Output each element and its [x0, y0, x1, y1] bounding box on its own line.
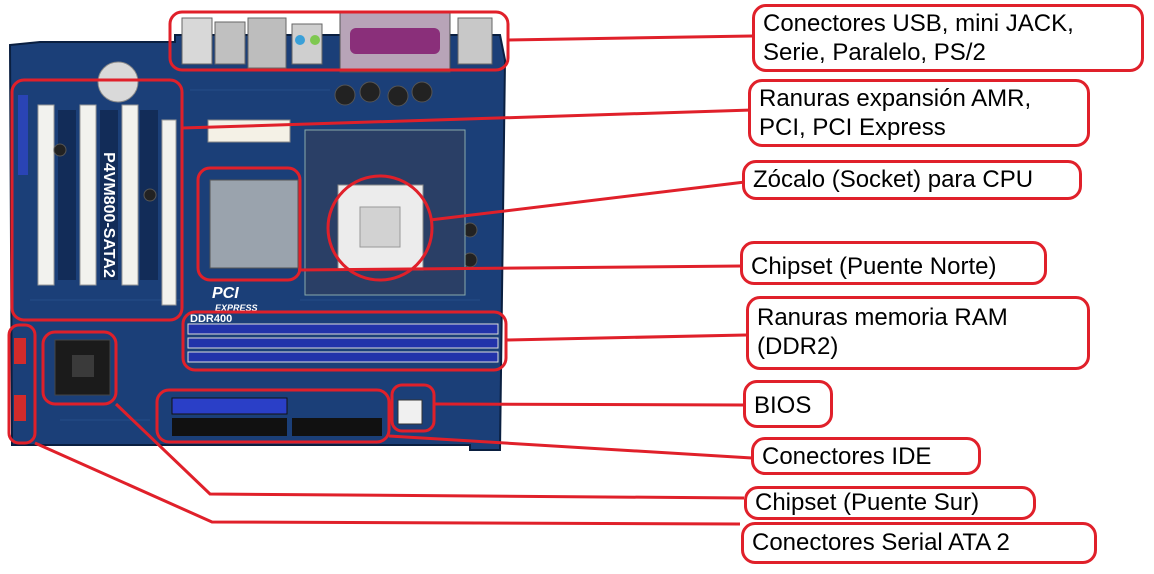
capacitors — [53, 81, 478, 268]
leader-ram — [505, 333, 747, 342]
outline-cpu-socket — [326, 174, 434, 282]
annotation-outlines — [7, 10, 510, 445]
outline-ram — [181, 310, 508, 372]
rear-io-connectors — [181, 11, 493, 73]
leader-ide — [388, 434, 753, 460]
leader-cpu-socket — [429, 180, 746, 222]
leader-southbridge — [114, 402, 745, 500]
label-ram-slots: Ranuras memoria RAM (DDR2) — [746, 296, 1090, 370]
leader-northbridge — [297, 264, 743, 272]
ram-slots — [187, 323, 499, 363]
leader-io — [507, 34, 753, 42]
outline-southbridge — [41, 330, 118, 406]
ddr400-text: DDR400 — [190, 313, 232, 325]
expansion-slots — [18, 95, 177, 306]
outline-expansion-slots — [10, 78, 184, 322]
express-text: EXPRESS — [215, 303, 258, 313]
cpu-socket — [337, 184, 424, 271]
label-io-connectors: Conectores USB, mini JACK, Serie, Parale… — [752, 4, 1144, 72]
label-expansion-slots: Ranuras expansión AMR, PCI, PCI Express — [748, 79, 1090, 147]
leader-lines — [34, 34, 753, 526]
outline-sata — [7, 323, 37, 445]
atx-power-connector — [207, 119, 291, 143]
outline-bios — [390, 383, 436, 433]
sata-connectors — [14, 338, 26, 421]
outline-ide — [155, 388, 391, 444]
leader-bios — [433, 402, 745, 407]
outline-northbridge — [196, 166, 302, 282]
bios-chip — [397, 399, 423, 425]
label-southbridge: Chipset (Puente Sur) — [744, 486, 1036, 520]
ide-connectors — [171, 397, 382, 436]
label-ide-connectors: Conectores IDE — [751, 437, 981, 475]
leader-expansion-slots — [181, 108, 753, 130]
board-model-text: P4VM800-SATA2 — [100, 152, 117, 278]
leader-sata — [34, 441, 741, 526]
label-northbridge: Chipset (Puente Norte) — [740, 241, 1047, 285]
pcb-traces — [30, 89, 480, 421]
label-cpu-socket: Zócalo (Socket) para CPU — [742, 160, 1082, 200]
northbridge-heatsink — [209, 179, 299, 269]
outline-io — [168, 10, 510, 72]
cmos-battery — [97, 61, 139, 103]
label-bios: BIOS — [743, 380, 833, 428]
label-sata-connectors: Conectores Serial ATA 2 — [741, 522, 1097, 564]
pci-text: PCI — [212, 285, 239, 302]
